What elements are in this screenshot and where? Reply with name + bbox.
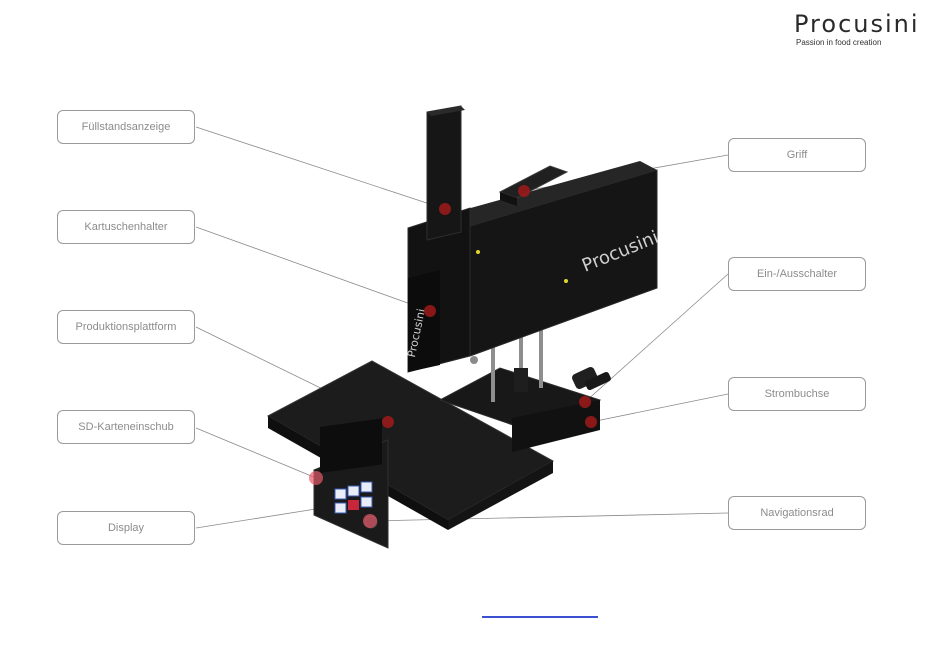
label-produktionsplattform: Produktionsplattform (57, 310, 195, 344)
label-navigationsrad: Navigationsrad (728, 496, 866, 530)
label-griff: Griff (728, 138, 866, 172)
leader-kartusche (196, 227, 430, 311)
marker-kartusche (424, 305, 436, 317)
label-text: Strombuchse (765, 388, 830, 400)
marker-navi (363, 514, 377, 528)
leader-fuellstand (196, 127, 445, 209)
label-text: Füllstandsanzeige (82, 121, 171, 133)
marker-plattform (382, 416, 394, 428)
label-text: Kartuschenhalter (84, 221, 167, 233)
label-strombuchse: Strombuchse (728, 377, 866, 411)
label-text: Produktionsplattform (76, 321, 177, 333)
z-motor (514, 368, 528, 392)
label-kartuschenhalter: Kartuschenhalter (57, 210, 195, 244)
label-text: Ein-/Ausschalter (757, 268, 837, 280)
marker-strom (585, 416, 597, 428)
top-arm: Procusini (449, 161, 662, 356)
label-text: SD-Karteneinschub (78, 421, 173, 433)
leader-display (196, 508, 322, 528)
label-text: Navigationsrad (760, 507, 833, 519)
level-indicator-column (427, 106, 465, 240)
leader-strom (591, 394, 728, 422)
marker-griff (518, 185, 530, 197)
marker-schalter (579, 396, 591, 408)
control-box (314, 418, 388, 548)
link-underline[interactable] (482, 616, 598, 618)
label-text: Display (108, 522, 144, 534)
label-sd-karteneinschub: SD-Karteneinschub (57, 410, 195, 444)
marker-fuellstand (439, 203, 451, 215)
label-display: Display (57, 511, 195, 545)
label-fuellstandsanzeige: Füllstandsanzeige (57, 110, 195, 144)
marker-sd (309, 471, 323, 485)
label-text: Griff (787, 149, 808, 161)
label-ein-ausschalter: Ein-/Ausschalter (728, 257, 866, 291)
